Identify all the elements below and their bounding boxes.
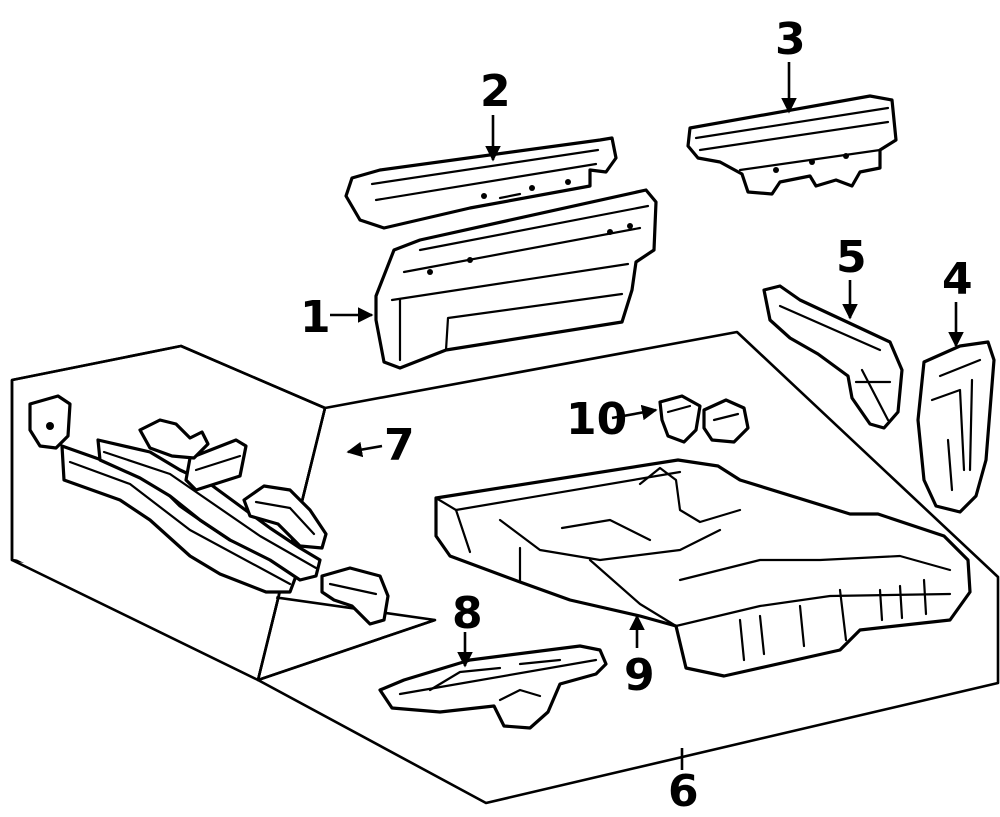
part-8-lower-bracket [378, 644, 608, 730]
callout-9: 9 [624, 650, 655, 701]
part-2-cross-rail [344, 136, 618, 230]
part-4-panel [916, 340, 996, 514]
part-9-floor-pan [434, 458, 972, 678]
callout-7: 7 [384, 420, 415, 471]
part-10-clip [658, 394, 750, 444]
callout-1: 1 [300, 292, 331, 343]
callout-8: 8 [452, 588, 483, 639]
callout-2: 2 [480, 66, 511, 117]
leader-10 [611, 404, 658, 421]
callout-3: 3 [775, 14, 806, 65]
callout-10: 10 [566, 394, 627, 445]
part-3-rear-rail [686, 94, 898, 196]
callout-6: 6 [668, 766, 699, 817]
group-frame-7-bottom [10, 380, 436, 682]
part-7-frame-rails [28, 394, 390, 626]
callout-4: 4 [942, 254, 973, 305]
part-5-bracket [762, 284, 904, 430]
callout-5: 5 [836, 232, 867, 283]
part-1-cross-member [374, 188, 658, 370]
leader-7 [346, 441, 383, 458]
